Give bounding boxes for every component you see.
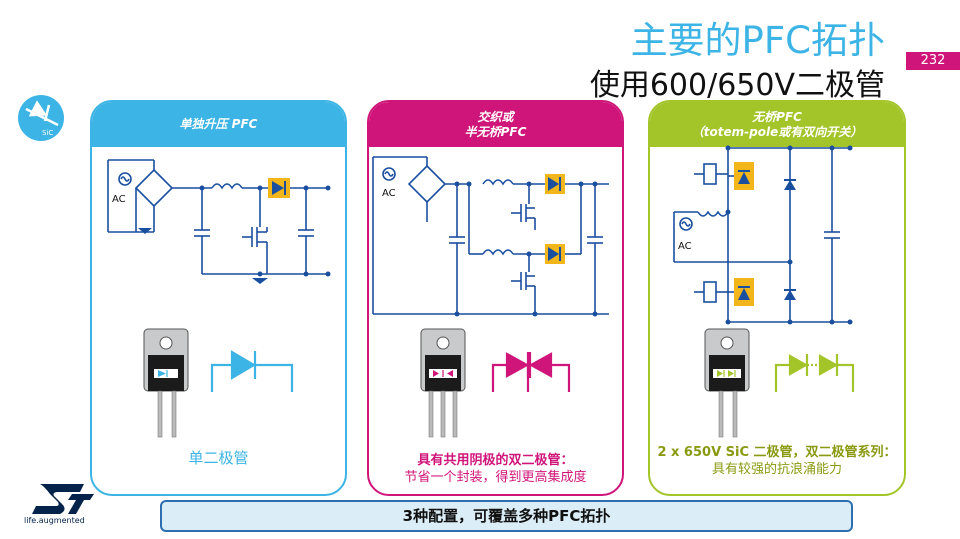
badge-label: SiC: [42, 129, 53, 137]
boost-pfc-schematic: AC: [107, 159, 331, 438]
panel-caption: 具有共用阴极的双二极管： 节省一个封装，得到更高集成度: [404, 453, 587, 485]
ac-label: AC: [112, 194, 126, 205]
panel-header-line: 单独升压 PFC: [179, 117, 258, 131]
single-diode-symbol: [210, 350, 294, 392]
dual-diode-series-symbol: [774, 354, 855, 392]
panel-header-line: （totem-pole或有双向开关）: [691, 124, 863, 139]
panel-bridgeless-pfc: 无桥PFC （totem-pole或有双向开关）: [648, 100, 906, 496]
sic-diode-badge-icon: SiC: [18, 95, 64, 141]
summary-bar: 3种配置，可覆盖多种PFC拓扑: [160, 500, 853, 532]
st-logo: life.augmented: [22, 478, 112, 528]
slide-subtitle: 使用600/650V二极管: [589, 68, 885, 103]
panel-header-line: 无桥PFC: [752, 109, 802, 124]
to220-package-icon: [704, 328, 750, 438]
page-number: 232: [906, 52, 960, 70]
dual-diode-common-cathode-symbol: [491, 352, 571, 392]
panel-header-line: 半无桥PFC: [464, 124, 527, 139]
panel-header: 无桥PFC （totem-pole或有双向开关）: [650, 102, 904, 147]
ac-label: AC: [382, 188, 396, 199]
totem-pole-pfc-schematic: AC: [673, 145, 855, 438]
panel-header: 交织或 半无桥PFC: [369, 102, 622, 147]
logo-tagline: life.augmented: [24, 516, 85, 525]
to220-package-icon: [420, 328, 466, 438]
slide-title: 主要的PFC拓扑: [630, 19, 885, 62]
panel-caption: 2 x 650V SiC 二极管，双二极管系列： 具有较强的抗浪涌能力: [657, 445, 897, 477]
panel-boost-pfc: 单独升压 PFC: [90, 100, 347, 496]
panel-caption: 单二极管: [188, 449, 249, 467]
panel-header-line: 交织或: [477, 109, 514, 124]
to220-package-icon: [143, 328, 189, 438]
panel-header: 单独升压 PFC: [92, 102, 345, 147]
panel-interleaved-pfc: 交织或 半无桥PFC: [367, 100, 624, 496]
interleaved-pfc-schematic: AC: [372, 156, 609, 438]
ac-label: AC: [678, 241, 692, 252]
